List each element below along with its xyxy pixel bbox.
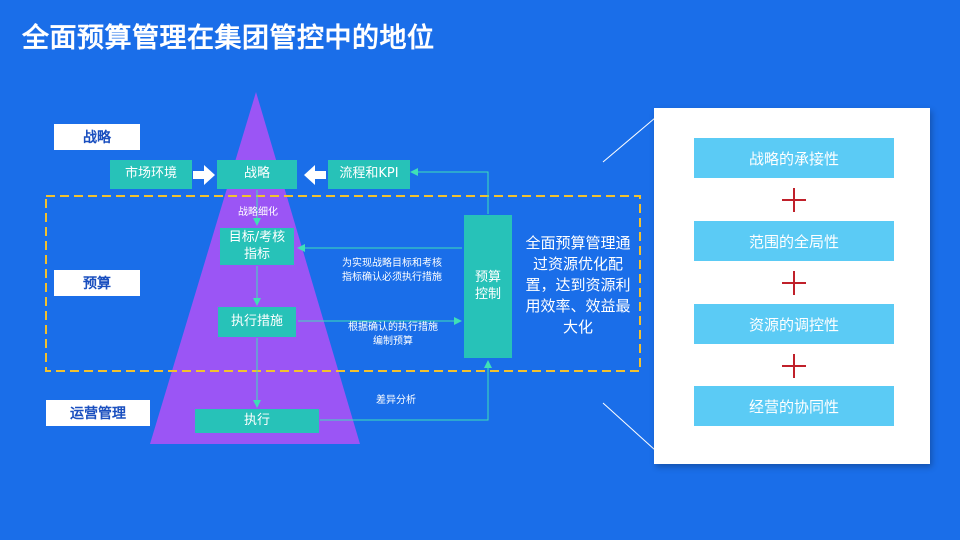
- execution-to-control-line: [320, 360, 492, 421]
- measures-box: 执行措施: [218, 307, 296, 337]
- budget-summary-text: 全面预算管理通过资源优化配置，达到资源利用效率、效益最大化: [525, 234, 631, 336]
- panel-item-business-synergy: 经营的协同性: [694, 386, 894, 426]
- budget-dashed-zone: [45, 195, 641, 372]
- level-label-operations: 运营管理: [46, 400, 150, 426]
- zoom-line-top: [602, 117, 656, 163]
- zoom-line-bottom: [602, 402, 656, 451]
- prepare-budget-note: 根据确认的执行措施 编制预算: [348, 322, 438, 347]
- page-title: 全面预算管理在集团管控中的地位: [22, 23, 435, 54]
- characteristics-panel: 战略的承接性 范围的全局性 资源的调控性 经营的协同性: [654, 108, 930, 464]
- plus-icon: [782, 271, 806, 295]
- plus-icon: [782, 188, 806, 212]
- kpi-to-strategy-arrow: [304, 165, 326, 185]
- execution-box: 执行: [195, 409, 319, 433]
- level-label-strategy: 战略: [54, 124, 140, 150]
- targets-box: 目标/考核 指标: [220, 228, 294, 265]
- control-to-kpi-line: [410, 168, 489, 214]
- variance-analysis-note: 差异分析: [376, 395, 416, 406]
- strategy-refine-note: 战略细化: [238, 207, 278, 218]
- budget-control-box: 预算 控制: [464, 215, 512, 358]
- process-kpi-box: 流程和KPI: [328, 160, 410, 189]
- market-to-strategy-arrow: [193, 165, 215, 185]
- panel-item-global-scope: 范围的全局性: [694, 221, 894, 261]
- panel-item-strategy-inheritance: 战略的承接性: [694, 138, 894, 178]
- panel-item-resource-control: 资源的调控性: [694, 304, 894, 344]
- plus-icon: [782, 354, 806, 378]
- pyramid-shape: [150, 92, 360, 444]
- market-environment-box: 市场环境: [110, 160, 192, 189]
- level-label-budget: 预算: [54, 270, 140, 296]
- confirm-measures-note: 为实现战略目标和考核 指标确认必须执行措施: [342, 258, 442, 283]
- strategy-box: 战略: [217, 160, 297, 189]
